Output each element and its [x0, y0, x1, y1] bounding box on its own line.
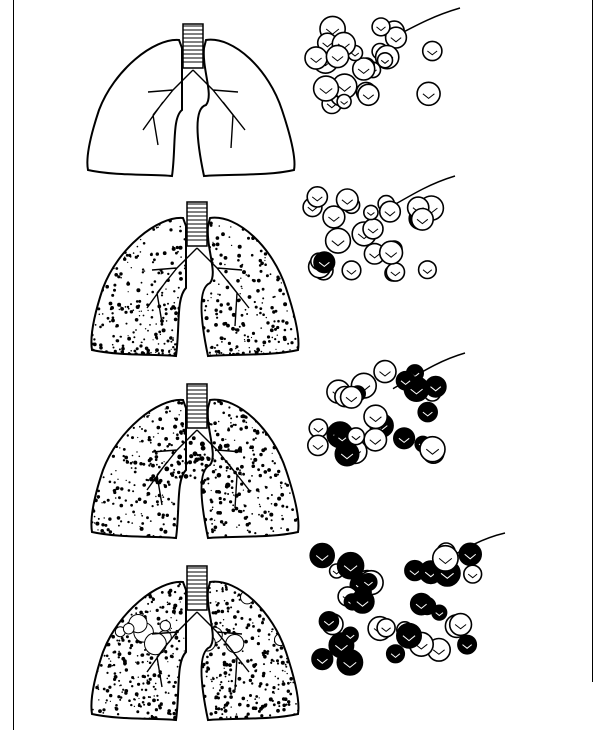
stage-1-group	[87, 8, 460, 176]
alveoli-cluster	[303, 176, 455, 281]
alveoli-cluster	[310, 533, 505, 675]
left-lung-outline	[91, 400, 186, 538]
left-lung-outline	[87, 40, 182, 176]
trachea	[187, 384, 207, 428]
stage-2-group	[87, 176, 456, 360]
alveoli-cluster	[305, 8, 460, 114]
alveoli-cluster	[308, 353, 465, 466]
right-lung-outline	[198, 40, 295, 176]
stage-4-group	[87, 533, 505, 724]
left-lung-outline	[91, 582, 186, 720]
trachea	[187, 202, 207, 246]
trachea	[187, 566, 207, 610]
stage-3-group	[87, 353, 465, 541]
bronchial-tree	[143, 70, 245, 148]
trachea	[183, 24, 203, 68]
right-lung-outline	[202, 400, 299, 538]
